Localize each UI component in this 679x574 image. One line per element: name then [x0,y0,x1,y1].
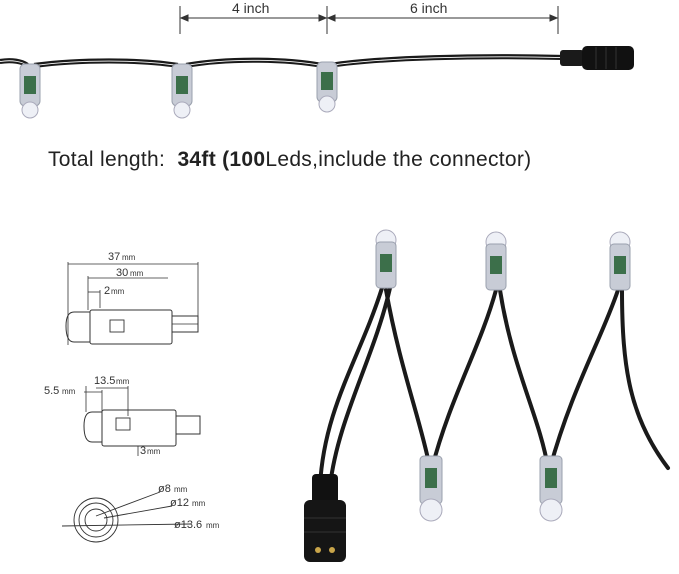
headline-length: 34ft (100 [177,148,266,171]
spacing-label-4-inch: 4 inch [232,0,270,16]
top-cable [0,54,563,66]
top-connector [560,46,634,70]
zigzag-strand-illustration [304,229,670,562]
dim-diameter-8mm-value: ø8 [158,483,171,495]
dim-diameter-8mm-unit: mm [174,485,188,494]
dim-5.5mm-unit: mm [62,387,76,396]
dim-2mm-value: 2 [104,285,110,297]
dim-diameter-13.6mm-value: ø13.6 [174,519,202,531]
zigzag-led-top-1 [375,229,397,289]
dim-30mm-value: 30 [116,267,128,279]
zigzag-connector [304,474,346,562]
top-led-2 [171,63,193,119]
dim-diameter-13.6mm-unit: mm [206,521,220,530]
spacing-dimension-lines [179,6,559,34]
dim-2mm-unit: mm [111,287,125,296]
top-strand-diagram [0,6,634,119]
dim-5.5mm-value: 5.5 [44,385,59,397]
dim-3mm-value: 3 [140,445,146,457]
dim-diameter-12mm-unit: mm [192,499,206,508]
zigzag-led-top-3 [609,231,631,291]
dim-13.5mm-value: 13.5 [94,375,115,387]
spacing-label-6-inch: 6 inch [410,0,448,16]
dim-37mm-value: 37 [108,251,120,263]
top-led-1 [19,63,41,119]
pixel-front-view-drawing: ø8 mm ø12 mm ø13.6 mm [61,483,220,543]
top-led-3 [316,61,338,113]
dim-13.5mm-unit: mm [116,377,130,386]
pixel-side-view-drawing: 37 mm 30 mm 2 mm [65,251,199,345]
zigzag-led-bottom-2 [539,455,563,522]
headline-prefix: Total length: [48,148,166,171]
dim-30mm-unit: mm [130,269,144,278]
pixel-profile-view-drawing: 5.5 mm 13.5 mm 3 mm [44,375,201,457]
dim-37mm-unit: mm [122,253,136,262]
zigzag-led-bottom-1 [419,455,443,522]
dim-3mm-unit: mm [147,447,161,456]
dim-diameter-12mm-value: ø12 [170,497,189,509]
zigzag-led-top-2 [485,231,507,291]
headline-suffix: Leds,include the connector) [265,148,532,171]
total-length-headline: Total length: 34ft (100Leds,include the … [48,148,531,172]
